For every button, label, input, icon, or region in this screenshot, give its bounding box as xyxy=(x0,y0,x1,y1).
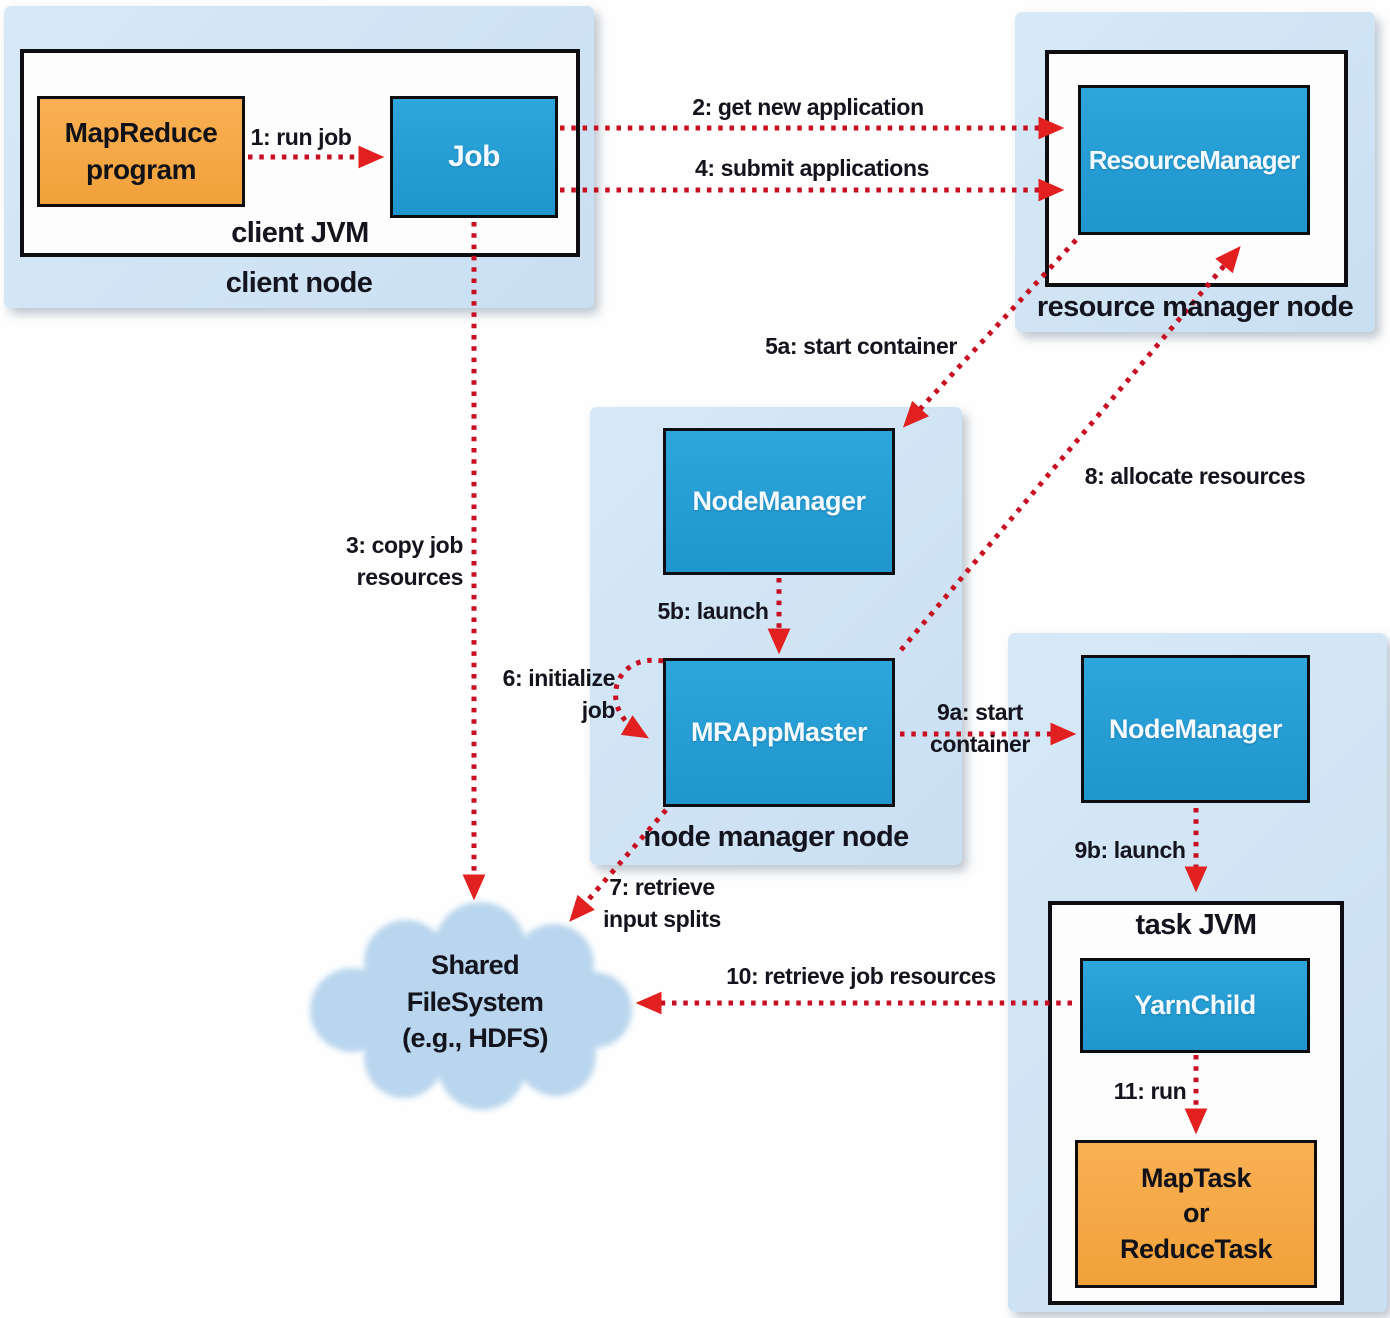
shared-filesystem-label: Shared FileSystem (e.g., HDFS) xyxy=(402,950,548,1054)
arrow-8-label: 8: allocate resources xyxy=(1084,463,1306,489)
node-manager-node-label: node manager node xyxy=(643,821,909,853)
job-box: Job xyxy=(390,96,558,218)
node-manager-2-box: NodeManager xyxy=(1081,655,1310,803)
cloud-shape xyxy=(310,902,632,1110)
task-jvm-label: task JVM xyxy=(1135,909,1258,941)
mapreduce-program-box: MapReduce program xyxy=(37,96,245,207)
mr-app-master-box: MRAppMaster xyxy=(663,658,895,807)
arrow-6-label: 6: initialize job xyxy=(502,665,616,723)
arrow-8-allocate-resources xyxy=(899,246,1241,652)
arrow-9a-label: 9a: start container xyxy=(930,699,1030,757)
arrow-10-label: 10: retrieve job resources xyxy=(726,963,996,989)
client-jvm-label: client JVM xyxy=(231,217,369,249)
arrow-5a-label: 5a: start container xyxy=(765,333,957,359)
map-or-reduce-task-box: MapTask or ReduceTask xyxy=(1075,1140,1317,1288)
resource-manager-box: ResourceManager xyxy=(1078,85,1310,235)
arrow-9b-label: 9b: launch xyxy=(1074,837,1186,863)
arrow-7-retrieve-input-splits xyxy=(569,808,668,922)
arrow-11-label: 11: run xyxy=(1113,1078,1187,1104)
client-node-label: client node xyxy=(225,267,373,299)
arrow-5b-label: 5b: launch xyxy=(657,598,769,624)
arrow-5a-start-container xyxy=(902,238,1078,428)
yarn-child-box: YarnChild xyxy=(1080,958,1310,1053)
node-manager-1-box: NodeManager xyxy=(663,428,895,575)
arrow-3-label: 3: copy job resources xyxy=(345,532,463,590)
arrow-2-label: 2: get new application xyxy=(692,94,924,120)
arrow-1-label: 1: run job xyxy=(250,124,352,150)
arrow-4-label: 4: submit applications xyxy=(694,155,929,181)
arrow-6-initialize-job-loop xyxy=(613,657,664,739)
arrow-7-label: 7: retrieve input splits xyxy=(603,874,721,932)
resource-manager-node-label: resource manager node xyxy=(1036,291,1354,323)
